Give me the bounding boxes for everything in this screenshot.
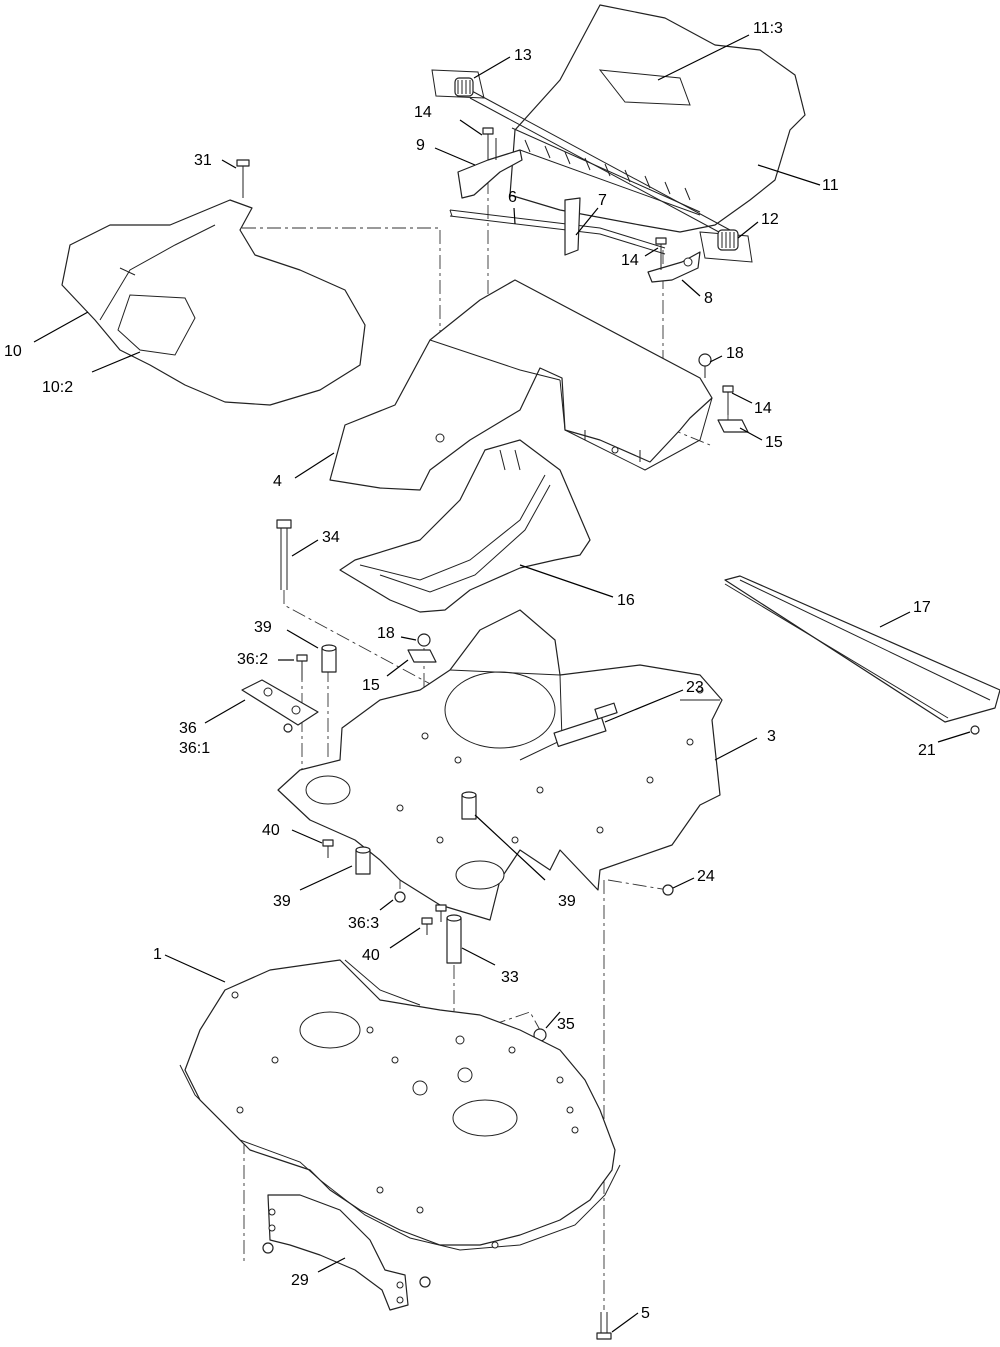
deck-part-1	[179, 959, 621, 1251]
callout-24: 24	[697, 868, 715, 885]
chute-part-16	[339, 439, 591, 613]
clip-part-15-mid	[407, 649, 437, 663]
callout-17: 17	[913, 599, 931, 616]
bolt-part-14-right	[722, 385, 734, 415]
bolt-part-5	[596, 1312, 612, 1340]
callout-29: 29	[291, 1272, 309, 1289]
callout-36: 36	[179, 720, 197, 737]
callout-36-3: 36:3	[348, 915, 379, 932]
callout-39-left: 39	[273, 893, 291, 910]
callout-7: 7	[598, 192, 607, 209]
housing-part-4	[329, 279, 713, 491]
callout-23: 23	[686, 679, 704, 696]
spring-part-13	[431, 69, 485, 99]
callout-16: 16	[617, 592, 635, 609]
seat-part-10	[61, 199, 366, 406]
callout-36-2: 36:2	[237, 651, 268, 668]
leader-lines	[33, 34, 971, 1333]
rod-part-6	[449, 209, 666, 255]
callout-15-right: 15	[765, 434, 783, 451]
callout-40-top: 40	[262, 822, 280, 839]
callout-11: 11	[822, 177, 839, 194]
callout-9: 9	[416, 137, 425, 154]
callout-6: 6	[508, 189, 517, 206]
callout-1: 1	[153, 946, 162, 963]
spacer-part-33	[446, 914, 462, 964]
bracket-part-29	[262, 1194, 431, 1311]
callout-14-right: 14	[754, 400, 772, 417]
nut-part-24	[662, 884, 674, 896]
handle-part-7	[564, 197, 581, 256]
nut-part-18-top	[698, 353, 712, 378]
callout-10-2: 10:2	[42, 379, 73, 396]
callout-18-top: 18	[726, 345, 744, 362]
callout-39-top: 39	[254, 619, 272, 636]
callout-14-mid: 14	[621, 252, 639, 269]
bracket-part-36	[241, 679, 319, 733]
top-cover-part-11	[469, 4, 806, 239]
main-frame-part-3	[277, 609, 723, 921]
bolt-part-40-top	[322, 839, 334, 858]
bracket-part-8	[647, 237, 701, 283]
bolt-part-31	[236, 159, 250, 198]
callout-12: 12	[761, 211, 779, 228]
sleeve-part-39-left	[355, 846, 371, 875]
callout-36-1: 36:1	[179, 740, 210, 757]
callout-31: 31	[194, 152, 212, 169]
sleeve-part-39-top	[321, 644, 337, 673]
callout-40-bottom: 40	[362, 947, 380, 964]
callout-labels: 11:3 13 14 9 31 11 6 7 12 14 8 10 10:2 1…	[4, 20, 936, 1322]
callout-3: 3	[767, 728, 776, 745]
callout-33: 33	[501, 969, 519, 986]
nut-part-36-3	[394, 891, 406, 903]
long-bolt-part-34	[276, 519, 292, 590]
bolt-part-40-bottom	[421, 904, 447, 935]
callout-5: 5	[641, 1305, 650, 1322]
callout-14-top: 14	[414, 104, 432, 121]
bracket-part-9	[457, 127, 523, 199]
spring-part-12	[699, 229, 753, 263]
rail-part-17	[724, 575, 1000, 723]
callout-35: 35	[557, 1016, 575, 1033]
callout-34: 34	[322, 529, 340, 546]
callout-13: 13	[514, 47, 532, 64]
callout-11-3: 11:3	[753, 20, 783, 37]
callout-39-right: 39	[558, 893, 576, 910]
callout-21: 21	[918, 742, 936, 759]
screw-part-21	[970, 725, 980, 735]
callout-4: 4	[273, 473, 282, 490]
sleeve-part-39-right	[461, 791, 477, 820]
callout-10: 10	[4, 343, 22, 360]
callout-15-mid: 15	[362, 677, 380, 694]
bolt-part-36-2	[296, 654, 308, 680]
callout-8: 8	[704, 290, 713, 307]
callout-18-mid: 18	[377, 625, 395, 642]
nut-part-18-mid	[417, 633, 431, 647]
